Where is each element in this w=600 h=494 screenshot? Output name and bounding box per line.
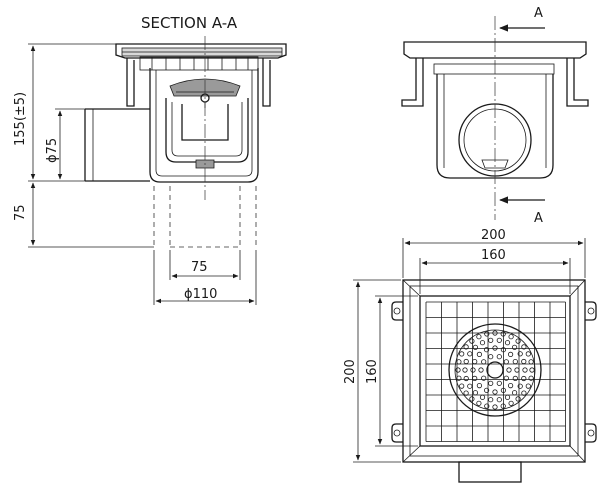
section-view: SECTION A-A xyxy=(13,14,287,305)
dim-plan-height-outer: 200 xyxy=(343,359,358,384)
section-marker-top: A xyxy=(534,6,543,21)
section-title: SECTION A-A xyxy=(141,14,238,32)
dim-plan-height-inner: 160 xyxy=(365,359,380,384)
dim-outer-diameter: ϕ110 xyxy=(184,287,217,302)
grating-section xyxy=(139,56,259,71)
dim-outlet-height: 75 xyxy=(13,204,28,221)
dim-outlet-offset: 75 xyxy=(191,260,208,275)
dim-plan-width-outer: 200 xyxy=(481,228,506,243)
strainer-holes xyxy=(455,330,535,410)
dim-plan-width-inner: 160 xyxy=(481,248,506,263)
section-marker-bottom: A xyxy=(534,211,543,226)
grating-grid xyxy=(425,301,566,442)
front-view: A A xyxy=(401,6,589,226)
plan-view: 200 160 200 160 xyxy=(343,228,597,483)
dim-outlet-diameter: ϕ75 xyxy=(45,138,60,163)
dim-height-total: 155(±5) xyxy=(13,92,28,146)
